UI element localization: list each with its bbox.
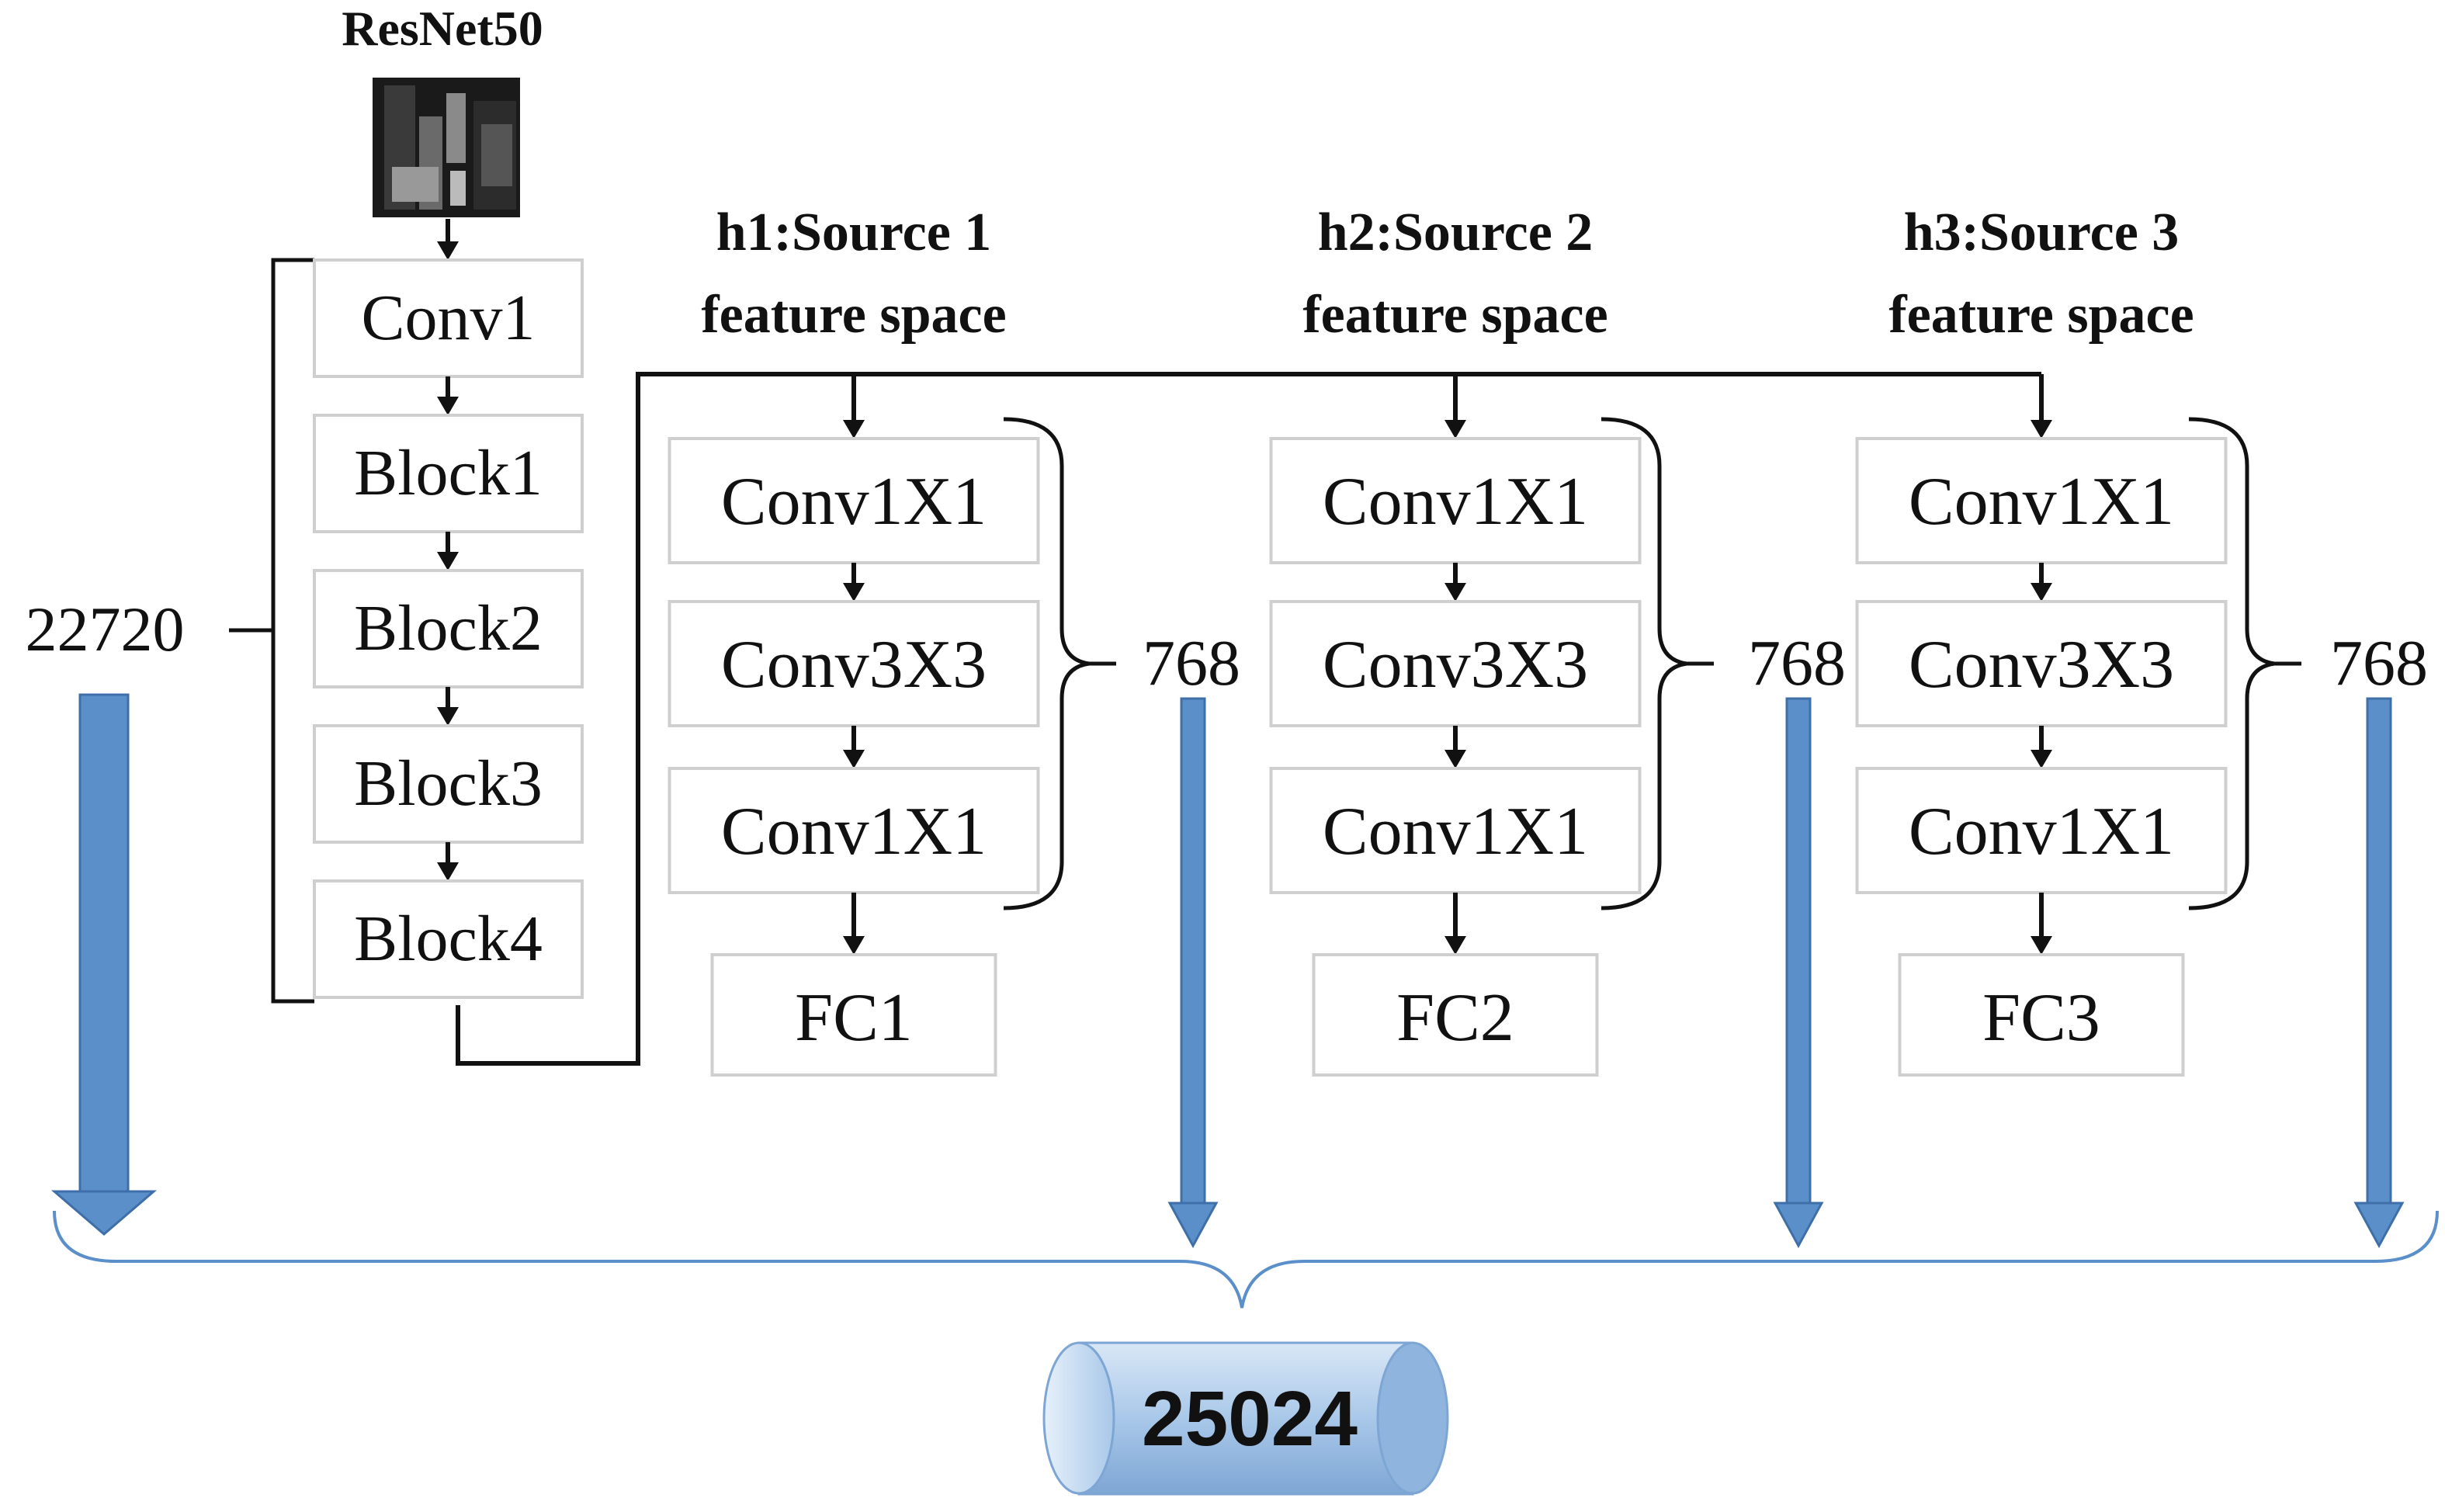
branch-3-layer-label-2: Conv3X3: [1909, 627, 2174, 702]
branch-1-fc-box: [710, 953, 997, 1077]
arrow-branch-2-0: [1444, 563, 1466, 602]
branch-3-blue-arrow: [2353, 697, 2405, 1249]
arrow-branch-1-2: [843, 893, 865, 955]
arrow-branch-3-1: [2031, 726, 2052, 768]
branch-2-title: h2:Source 2: [1318, 203, 1594, 262]
arrow-branch-3-in: [2031, 374, 2052, 439]
arrow-branch-2-1: [1444, 726, 1466, 768]
branch-2-blue-arrow: [1773, 697, 1824, 1249]
branch-1-subtitle: feature space: [701, 285, 1006, 345]
branch-2-fc-label: FC2: [1396, 980, 1514, 1056]
backbone-feature-dim: 22720: [26, 594, 185, 664]
arrow-backbone-3: [437, 842, 459, 881]
branch-3-layer-box-2: [1855, 600, 2228, 727]
branch-1-layer-box-3: [668, 767, 1040, 894]
arrow-branch-1-0: [843, 563, 865, 602]
branch-3-layer-label-1: Conv1X1: [1909, 464, 2174, 539]
arrow-branch-1-1: [843, 726, 865, 768]
block4-to-branches-line: [456, 372, 2041, 1066]
branch-1-layer-label-3: Conv1X1: [721, 794, 987, 869]
resnet-title: ResNet50: [342, 1, 543, 56]
branch-3-layer-label-3: Conv1X1: [1909, 794, 2174, 869]
merge-brace: [53, 1210, 2439, 1309]
backbone-box-conv1: [313, 258, 584, 378]
branch-2-feature-dim: 768: [1748, 627, 1846, 699]
branch-1-fc-label: FC1: [795, 980, 913, 1056]
arrow-branch-2-in: [1444, 374, 1466, 439]
arrow-branch-1-in: [843, 374, 865, 439]
arrow-branch-3-0: [2031, 563, 2052, 602]
backbone-label-conv1: Conv1: [361, 282, 535, 354]
branch-2-layer-box-3: [1269, 767, 1642, 894]
branch-2-layer-label-2: Conv3X3: [1323, 627, 1588, 702]
branch-2-subtitle: feature space: [1302, 285, 1607, 345]
arrow-backbone-0: [437, 376, 459, 415]
branch-2-layer-box-1: [1269, 437, 1642, 564]
branch-1-layer-label-1: Conv1X1: [721, 464, 987, 539]
arrow-backbone-1: [437, 532, 459, 570]
backbone-box-block1: [313, 414, 584, 533]
branch-2-layer-label-1: Conv1X1: [1323, 464, 1588, 539]
backbone-blue-arrow: [50, 693, 158, 1236]
branch-3-fc-label: FC3: [1982, 980, 2100, 1056]
branch-3-layer-box-1: [1855, 437, 2228, 564]
backbone-label-block2: Block2: [354, 592, 543, 664]
backbone-label-block3: Block3: [354, 747, 543, 820]
branch-2-layer-label-3: Conv1X1: [1323, 794, 1588, 869]
arrow-branch-2-2: [1444, 893, 1466, 955]
arrow-branch-3-2: [2031, 893, 2052, 955]
branch-1-feature-dim: 768: [1143, 627, 1240, 699]
branch-3-subtitle: feature space: [1888, 285, 2194, 345]
total-feature-cylinder: [1042, 1341, 1449, 1496]
branch-1-title: h1:Source 1: [716, 203, 992, 262]
arrow-input-to-conv1: [437, 219, 459, 260]
branch-3-fc-box: [1898, 953, 2185, 1077]
backbone-label-block1: Block1: [354, 437, 543, 509]
total-feature-dim: 25024: [1142, 1375, 1358, 1462]
branch-1-layer-box-2: [668, 600, 1040, 727]
backbone-box-block4: [313, 879, 584, 999]
branch-3-title: h3:Source 3: [1904, 203, 2180, 262]
backbone-bracket: [271, 258, 314, 1004]
branch-3-feature-dim: 768: [2330, 627, 2428, 699]
arrow-backbone-2: [437, 687, 459, 726]
backbone-label-block4: Block4: [354, 903, 543, 975]
branch-blue-arrows: [1167, 697, 2405, 1249]
backbone-box-block3: [313, 724, 584, 844]
branch-1-blue-arrow: [1167, 697, 1219, 1249]
branch-2-fc-box: [1312, 953, 1599, 1077]
input-image: [373, 78, 520, 217]
branch-1-layer-label-2: Conv3X3: [721, 627, 987, 702]
